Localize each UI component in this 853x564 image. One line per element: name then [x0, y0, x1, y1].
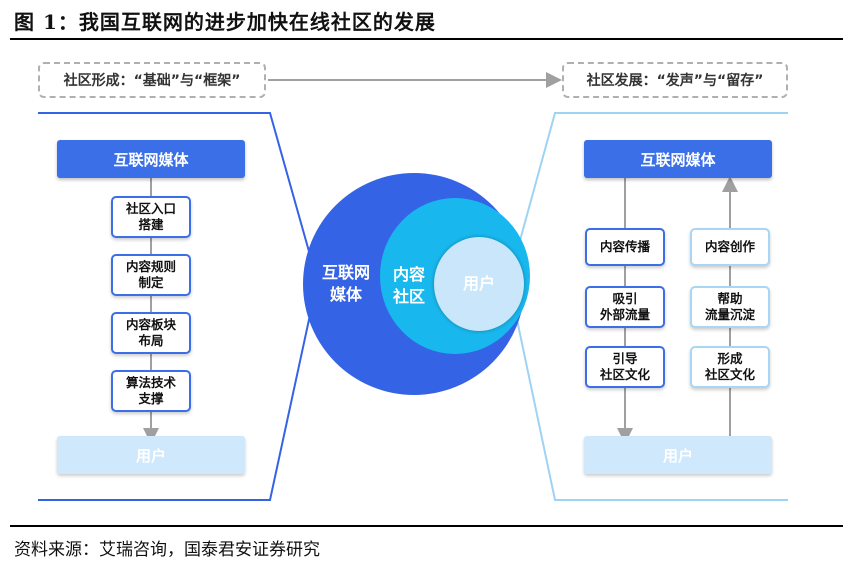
right-user-bar: 用户 — [584, 436, 772, 474]
left-step-3: 内容板块 布局 — [111, 312, 191, 354]
figure-title: 图 1：我国互联网的进步加快在线社区的发展 — [14, 10, 436, 34]
top-rule — [10, 38, 843, 40]
source-note: 资料来源：艾瑞咨询，国泰君安证券研究 — [14, 540, 320, 560]
right-step-create: 内容创作 — [690, 228, 770, 266]
right-step-spread: 内容传播 — [585, 228, 665, 266]
inner-circle-user: 用户 — [434, 237, 524, 331]
right-step-attract: 吸引 外部流量 — [585, 286, 665, 328]
left-step-2: 内容规则 制定 — [111, 254, 191, 296]
left-user-bar: 用户 — [57, 436, 245, 474]
left-stage-header: 社区形成：“基础”与“框架” — [38, 62, 266, 98]
left-media-bar: 互联网媒体 — [57, 140, 245, 178]
left-step-4: 算法技术 支撑 — [111, 370, 191, 412]
bottom-rule — [10, 525, 843, 527]
left-step-1: 社区入口 搭建 — [111, 196, 191, 238]
outer-circle-label: 互联网 媒体 — [321, 263, 370, 304]
right-step-retain: 帮助 流量沉淀 — [690, 286, 770, 328]
middle-circle-label: 内容 社区 — [392, 265, 425, 306]
right-step-form: 形成 社区文化 — [690, 346, 770, 388]
right-media-bar: 互联网媒体 — [584, 140, 772, 178]
right-stage-header: 社区发展：“发声”与“留存” — [562, 62, 788, 98]
right-step-guide: 引导 社区文化 — [585, 346, 665, 388]
